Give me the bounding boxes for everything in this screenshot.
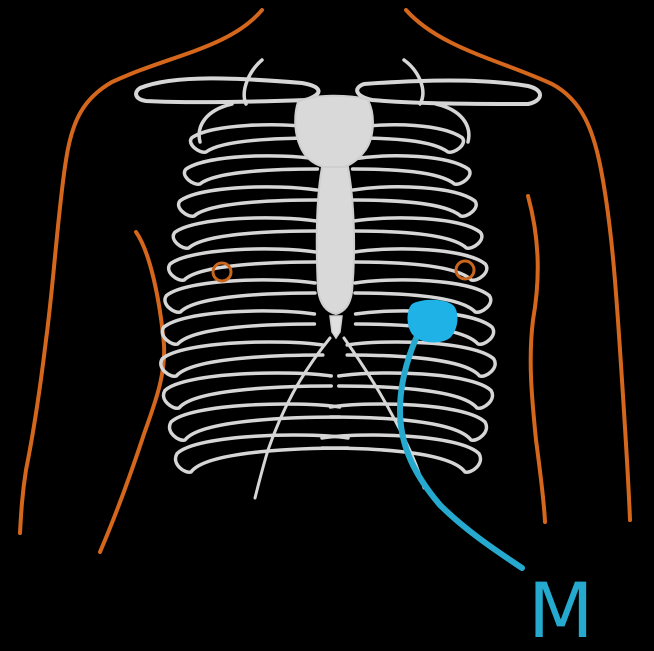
left-arm-inner-line: [100, 232, 164, 552]
rib-left: [162, 311, 314, 344]
electrode: [408, 300, 458, 343]
rib-right: [354, 249, 486, 280]
left-clavicle: [136, 78, 318, 102]
rib-left: [184, 156, 317, 184]
rib-left: [173, 218, 316, 248]
rib-right: [353, 187, 476, 216]
sternum: [295, 96, 373, 338]
xiphoid-process: [330, 316, 342, 338]
rib-right: [347, 342, 495, 376]
rib-curl: [244, 60, 262, 104]
rib-left: [179, 187, 317, 216]
lead-label: M: [528, 566, 594, 651]
sternum-body: [317, 167, 354, 314]
right-arm-inner-line: [528, 196, 545, 522]
rib-left: [169, 249, 316, 280]
rib-right: [354, 218, 482, 248]
rib-curl: [199, 104, 232, 142]
rib-right: [353, 156, 470, 184]
right-clavicle: [357, 81, 540, 105]
rib-left: [161, 342, 323, 376]
manubrium: [295, 96, 373, 167]
rib-curl: [436, 104, 469, 142]
rib-left: [165, 280, 315, 312]
